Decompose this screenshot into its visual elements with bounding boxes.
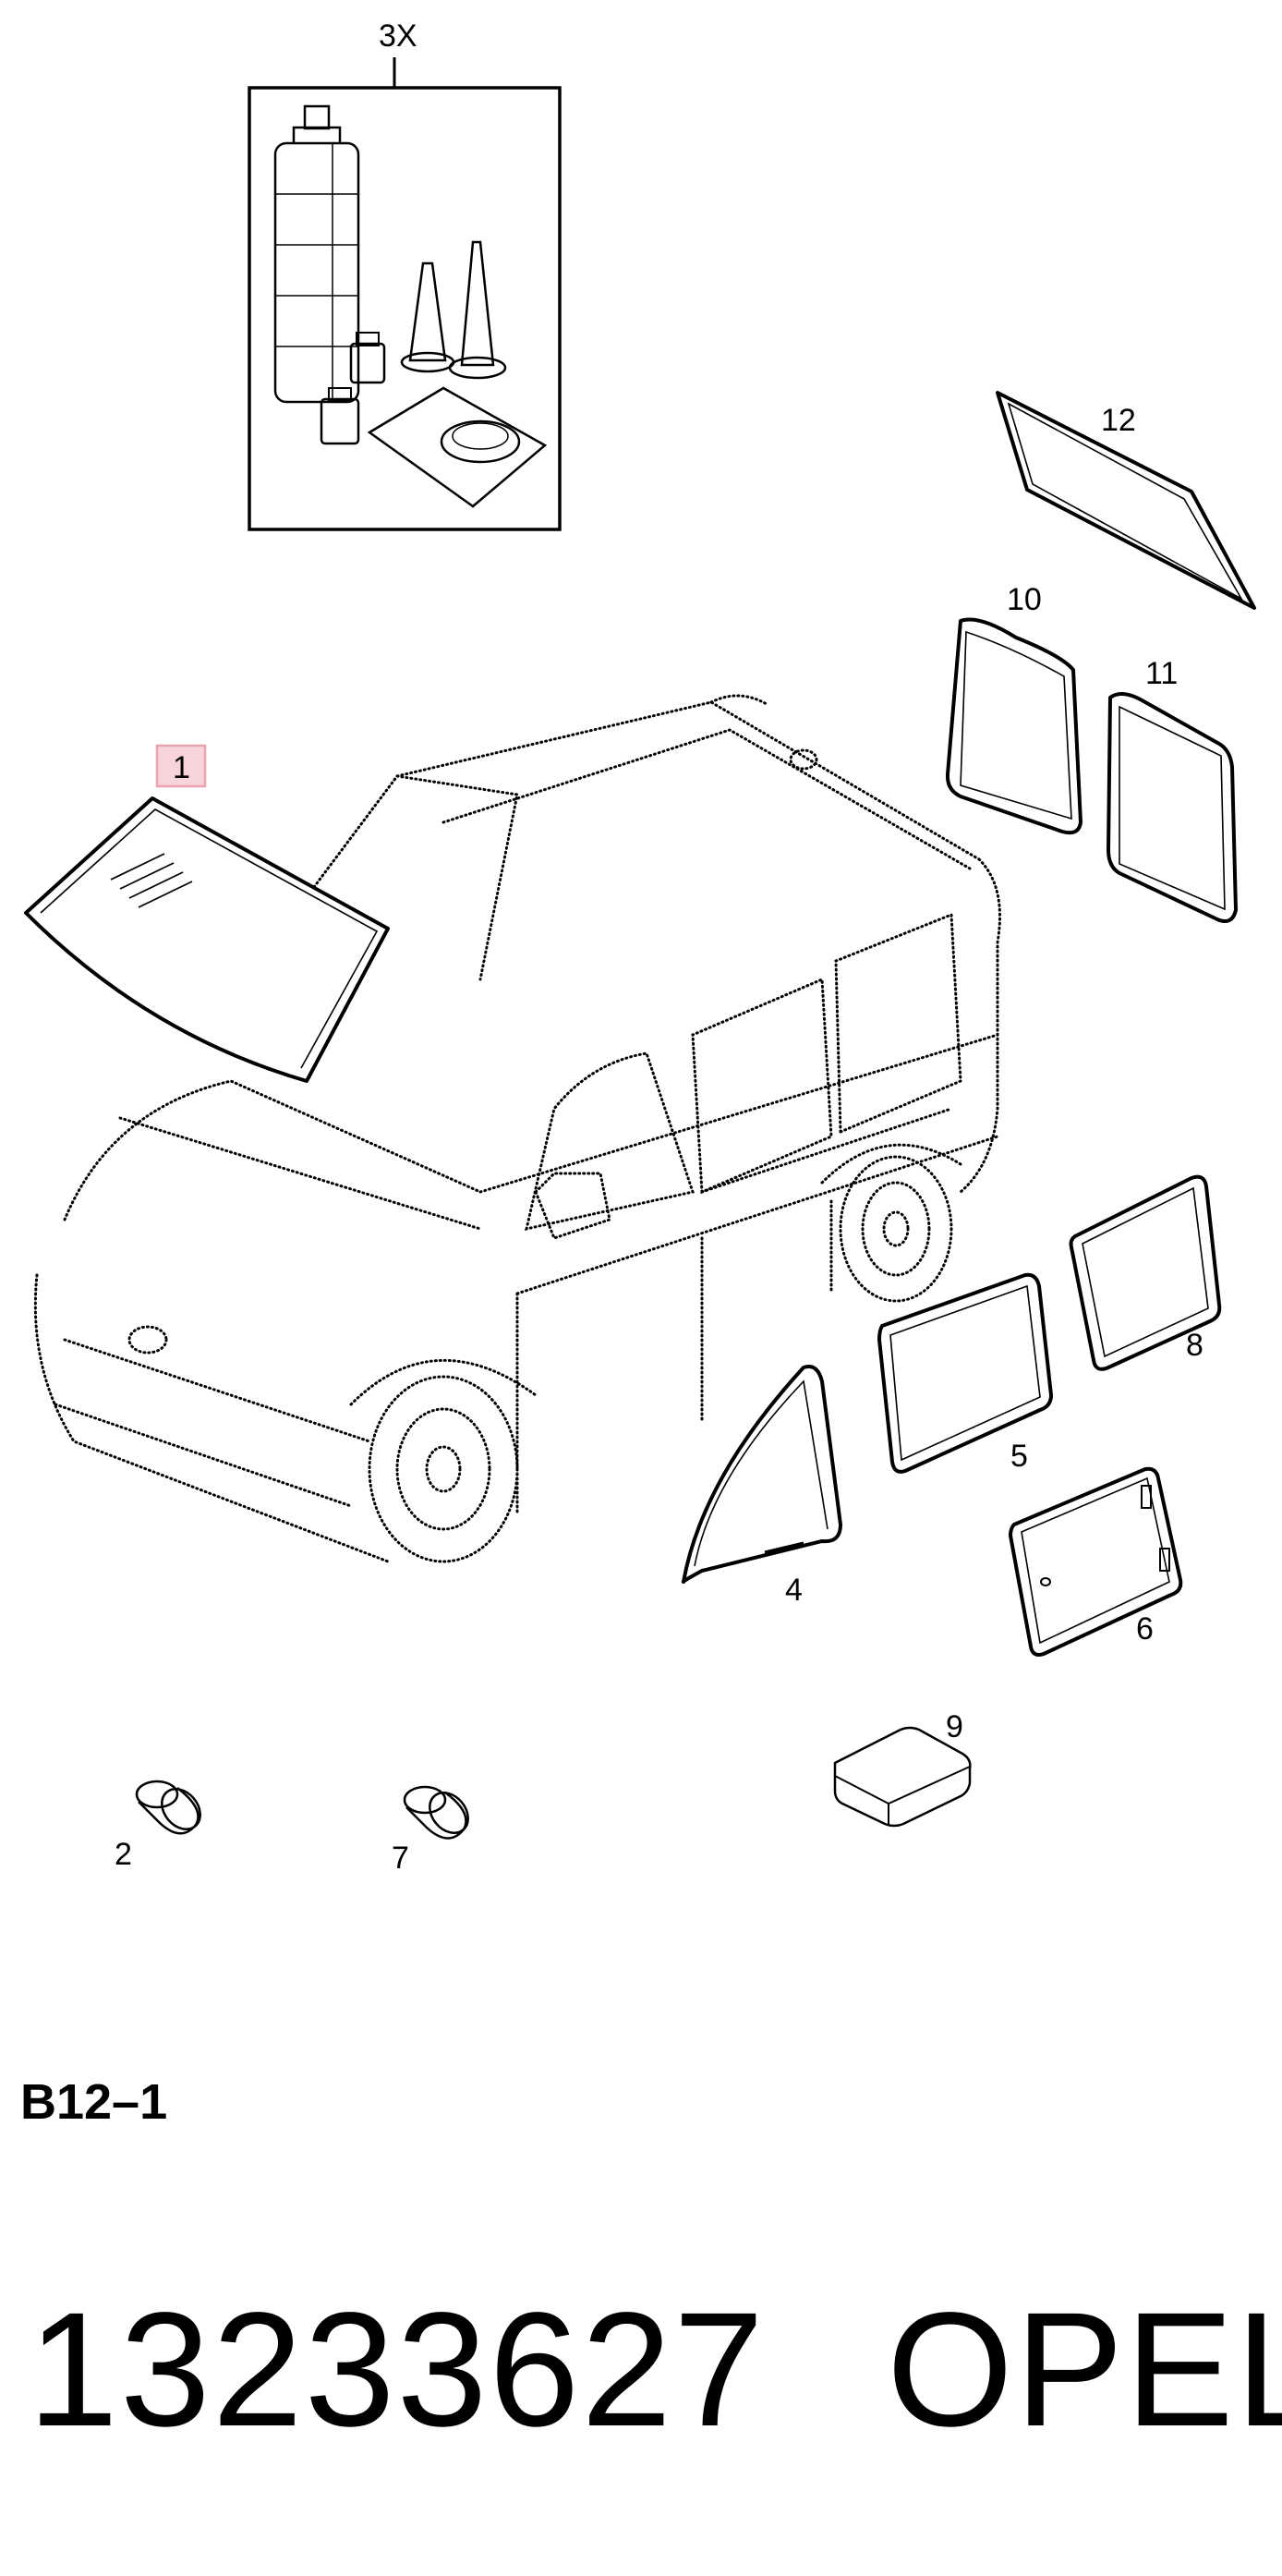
van-outline [33, 694, 1001, 1563]
callout-9: 9 [946, 1709, 963, 1744]
front-wheel [349, 1359, 538, 1563]
kit-quantity-label: 3X [379, 18, 417, 54]
brand-name: OPEL [887, 2279, 1282, 2461]
roof-glass-part[interactable]: 12 [996, 391, 1256, 610]
callout-12: 12 [1101, 403, 1136, 438]
callout-2: 2 [115, 1837, 132, 1872]
callout-11: 11 [1145, 656, 1178, 691]
windshield-part[interactable]: 1 [24, 744, 390, 1083]
block-part[interactable]: 9 [833, 1709, 972, 1828]
rear-door-glass-right-part[interactable]: 11 [1107, 656, 1238, 923]
rear-door-glass-left-part[interactable]: 10 [945, 582, 1082, 835]
rear-wheel [820, 1143, 962, 1303]
callout-8: 8 [1186, 1328, 1203, 1363]
callout-1: 1 [173, 750, 190, 785]
section-code: B12–1 [20, 2074, 168, 2130]
footer: 13233627 OPEL [28, 2278, 1282, 2462]
adhesive-cartridge [273, 104, 360, 404]
callout-6: 6 [1136, 1611, 1154, 1646]
callout-10: 10 [1007, 582, 1042, 617]
callout-5: 5 [1010, 1439, 1028, 1474]
adhesive-kit: 3X [248, 18, 562, 531]
hatch-marks [110, 853, 193, 908]
vent-glass-part[interactable]: 6 [1009, 1466, 1183, 1657]
nozzles [400, 240, 507, 380]
plug-right-part[interactable]: 7 [392, 1785, 476, 1876]
applicator-pack [367, 386, 548, 508]
part-number: 13233627 [28, 2279, 767, 2461]
callout-4: 4 [785, 1573, 803, 1608]
rear-side-glass-part[interactable]: 8 [1069, 1174, 1222, 1371]
plug-left-part[interactable]: 2 [115, 1780, 208, 1872]
primer-bottles [320, 332, 386, 445]
callout-7: 7 [392, 1841, 409, 1876]
callout-highlight-box [155, 744, 207, 788]
front-door-glass-part[interactable]: 4 [681, 1365, 842, 1608]
sliding-door-glass-part[interactable]: 5 [877, 1272, 1053, 1474]
